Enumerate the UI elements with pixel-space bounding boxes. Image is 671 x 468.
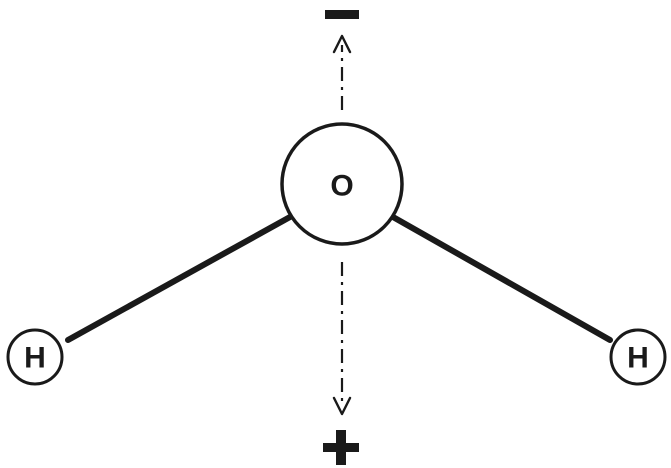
oxygen-atom: O <box>280 122 404 246</box>
hydrogen-right-label: H <box>627 342 649 375</box>
minus-sign-icon <box>325 10 359 19</box>
arrow-down-icon <box>332 396 352 416</box>
hydrogen-atom-right: H <box>609 328 667 386</box>
plus-sign-icon <box>323 430 359 465</box>
hydrogen-left-label: H <box>24 342 46 375</box>
arrow-up-icon <box>332 34 352 54</box>
bond-left <box>65 214 293 343</box>
oxygen-label: O <box>330 170 353 203</box>
bond-right <box>390 214 613 343</box>
hydrogen-atom-left: H <box>6 328 64 386</box>
